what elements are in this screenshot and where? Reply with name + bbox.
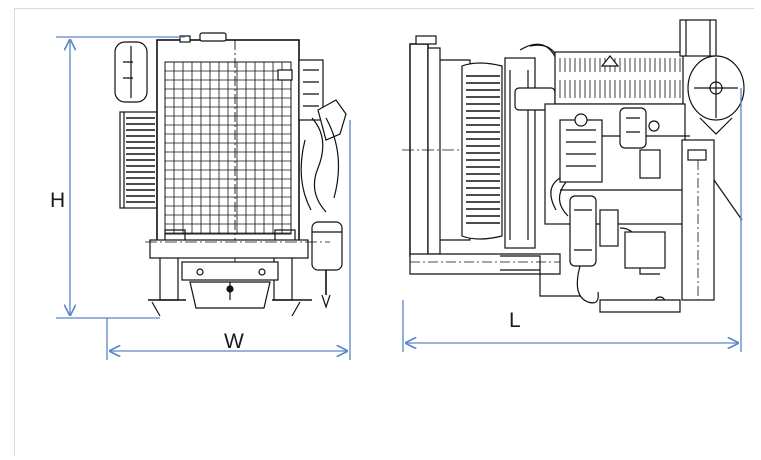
- length-label: L: [509, 309, 521, 332]
- height-dimension: [56, 36, 185, 319]
- width-dimension: [106, 120, 351, 360]
- engine-block: [544, 51, 690, 225]
- height-label: H: [50, 189, 65, 212]
- width-label: W: [224, 330, 244, 353]
- radiator-grille: [156, 32, 300, 262]
- right-side-components: [298, 59, 347, 309]
- front-view: [114, 32, 347, 317]
- radiator-core: [402, 35, 471, 257]
- engine-base: [145, 229, 330, 317]
- length-dimension: [402, 88, 742, 352]
- fan-shroud: [461, 57, 536, 249]
- side-view: [402, 19, 745, 313]
- side-tank: [114, 41, 148, 103]
- lower-assembly: [409, 195, 681, 313]
- top-border-line: [14, 8, 754, 9]
- left-border-line: [14, 8, 15, 456]
- air-filter: [679, 19, 745, 135]
- left-louver-panel: [119, 111, 158, 209]
- dimension-lines: [56, 36, 742, 360]
- flywheel-housing: [681, 139, 743, 301]
